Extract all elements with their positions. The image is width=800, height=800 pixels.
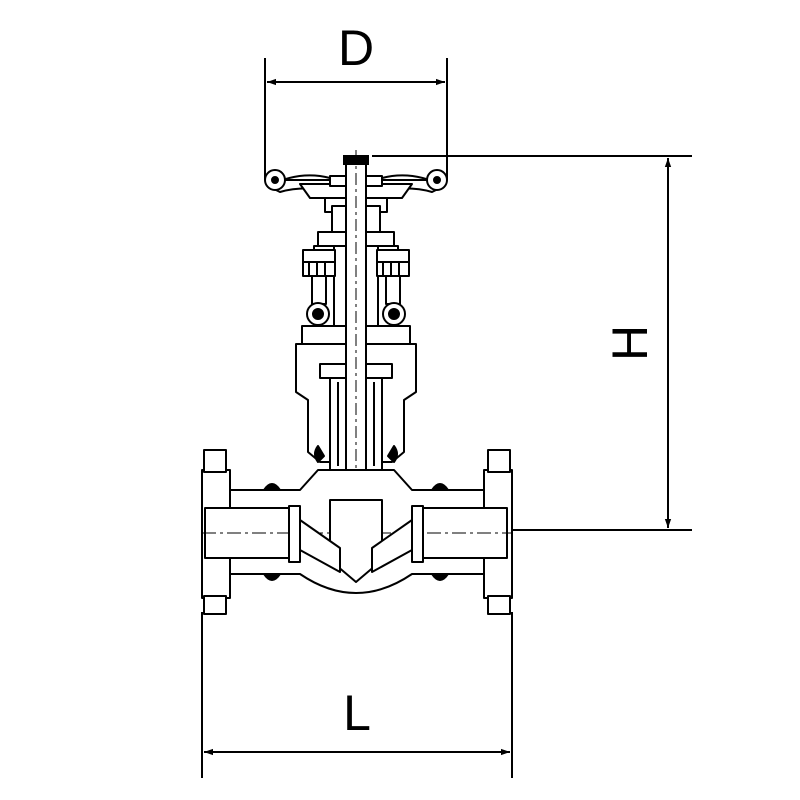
eyebolt-right bbox=[376, 249, 410, 326]
dimension-l bbox=[201, 612, 513, 778]
stem bbox=[343, 150, 369, 590]
dimension-h-label: H bbox=[602, 325, 658, 361]
valve-body bbox=[201, 449, 513, 615]
eyebolt-left bbox=[302, 249, 336, 326]
dimension-h bbox=[372, 155, 692, 531]
dimension-l-label: L bbox=[343, 685, 371, 741]
dimension-d-label: D bbox=[338, 20, 374, 76]
dimension-d bbox=[264, 58, 448, 180]
